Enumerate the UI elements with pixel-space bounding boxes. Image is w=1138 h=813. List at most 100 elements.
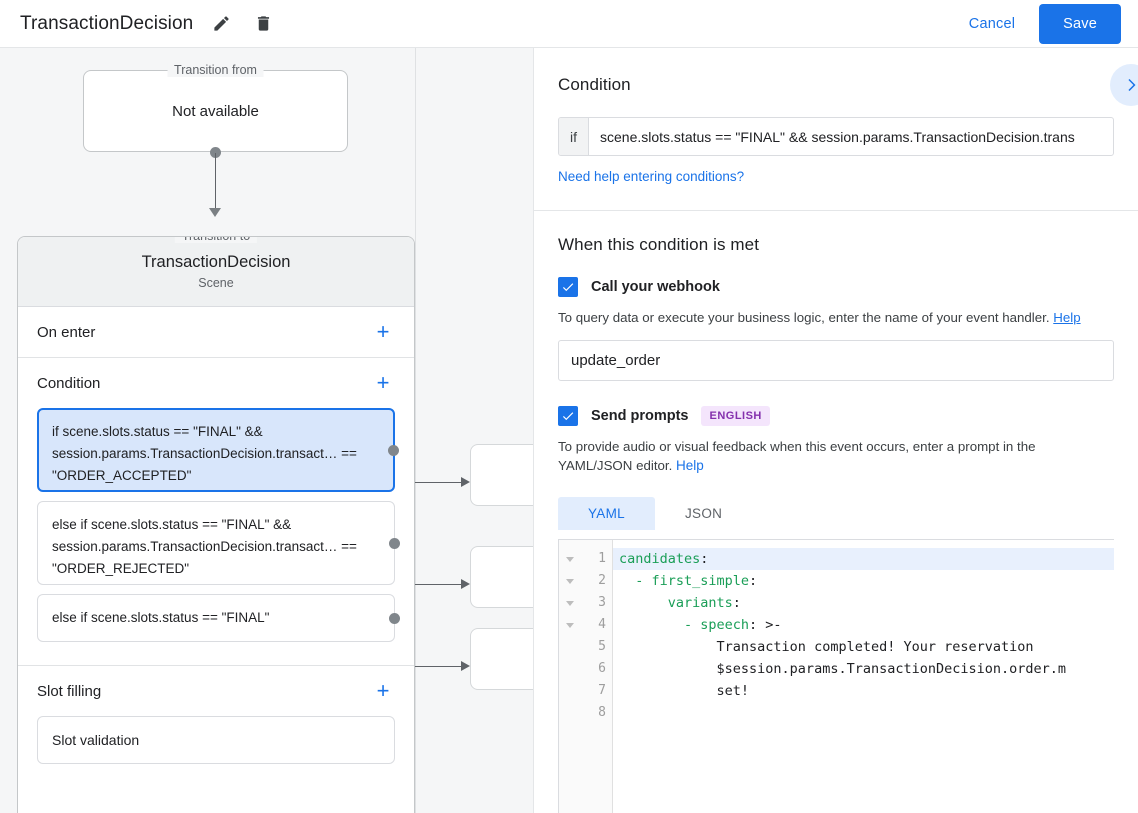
chevron-right-icon[interactable] [1110,64,1138,106]
webhook-help-link[interactable]: Help [1053,310,1081,325]
cancel-button[interactable]: Cancel [955,8,1029,40]
code-token-text: set! [619,683,750,699]
condition-heading: Condition [558,75,631,94]
chevron-down-icon [566,622,574,628]
transition-to-legend: Transition to [174,237,258,243]
line-number: 8 [598,705,606,720]
line-number: 6 [598,661,606,676]
code-token-text: $session.params.TransactionDecision.orde… [619,661,1067,677]
editor-code-area[interactable]: candidates: - first_simple: variants: - … [613,540,1114,813]
condition-section: Condition if Need help entering conditio… [534,48,1138,211]
prompts-checkbox[interactable] [558,406,578,426]
condition-input-row[interactable]: if [558,117,1114,156]
graph-guide-line [415,48,416,813]
condition-card[interactable]: else if scene.slots.status == "FINAL" &&… [37,501,400,585]
fold-spacer [559,680,581,702]
fold-spacer [559,702,581,724]
code-token-text: : [749,573,758,589]
prompts-checkbox-row[interactable]: Send prompts ENGLISH [558,406,1114,426]
condition-if-prefix: if [559,118,589,155]
webhook-checkbox[interactable] [558,277,578,297]
webhook-label: Call your webhook [591,279,720,295]
code-line [613,702,1114,724]
chevron-down-icon [566,578,574,584]
topbar-actions: Cancel Save [955,0,1121,48]
webhook-description-text: To query data or execute your business l… [558,310,1050,325]
chevron-down-icon [566,600,574,606]
fold-spacer [559,636,581,658]
edge-arrow [461,661,470,671]
fold-toggle-icon[interactable] [559,614,581,636]
edge-arrow [461,477,470,487]
transition-target-box[interactable] [470,628,533,690]
code-token-key: variants [619,595,733,611]
graph-connector-line [215,153,216,210]
transition-target-box[interactable] [470,546,533,608]
section-header-condition: Condition + [37,358,395,408]
prompts-help-link[interactable]: Help [676,458,704,473]
line-number: 4 [598,617,606,632]
chevron-down-icon [566,556,574,562]
scene-graph-canvas[interactable]: Transition from Not available Transition… [0,48,533,813]
condition-card-text: else if scene.slots.status == "FINAL" &&… [52,517,357,576]
pencil-icon-glyph [214,16,229,31]
condition-node-dot [388,537,400,549]
line-number: 5 [598,639,606,654]
fold-toggle-icon[interactable] [559,570,581,592]
section-condition: Condition + if scene.slots.status == "FI… [18,358,414,666]
trash-icon[interactable] [249,10,277,38]
prompts-label: Send prompts [591,408,689,424]
line-number: 2 [598,573,606,588]
condition-input[interactable] [589,118,1113,155]
code-token-text: Transaction completed! Your reservation [619,639,1034,655]
condition-card-selected[interactable]: if scene.slots.status == "FINAL" && sess… [37,408,399,492]
tab-yaml[interactable]: YAML [558,497,655,530]
slot-validation-card[interactable]: Slot validation [37,716,395,764]
section-title-condition: Condition [37,374,101,392]
webhook-checkbox-row[interactable]: Call your webhook [558,277,1114,297]
condition-node-dot [387,444,399,456]
section-header-slot-filling: Slot filling + [37,666,395,716]
scene-header[interactable]: TransactionDecision Scene [18,237,414,307]
edge-line [402,666,464,667]
add-on-enter-button[interactable]: + [376,319,390,344]
panel-divider [533,48,534,813]
code-token-key: - speech [619,617,750,633]
editor-fold-column [559,540,581,813]
condition-card-text: else if scene.slots.status == "FINAL" [52,610,270,625]
when-condition-met-section: When this condition is met Call your web… [534,211,1138,813]
fold-toggle-icon[interactable] [559,548,581,570]
transition-target-box[interactable] [470,444,533,506]
fold-toggle-icon[interactable] [559,592,581,614]
edge-line [402,482,464,483]
condition-help-link[interactable]: Need help entering conditions? [558,169,745,184]
code-token-key: - first_simple [619,573,750,589]
save-button[interactable]: Save [1039,4,1121,44]
scene-graph-inner: Transition from Not available Transition… [0,48,533,813]
code-line: candidates: [613,548,1114,570]
event-handler-input[interactable] [558,340,1114,381]
code-token-key: candidates [619,551,701,567]
pencil-icon[interactable] [207,10,235,38]
code-line: - speech: >- [613,614,1114,636]
details-panel: Condition if Need help entering conditio… [534,48,1138,813]
scene-name: TransactionDecision [141,253,291,271]
editor-format-tabs: YAML JSON [558,497,1114,530]
tab-json[interactable]: JSON [684,506,723,521]
section-header-on-enter: On enter + [37,307,395,357]
transition-to-card: Transition to TransactionDecision Scene … [17,236,415,813]
condition-card[interactable]: else if scene.slots.status == "FINAL" [37,594,400,642]
checkmark-icon [562,412,574,421]
add-condition-button[interactable]: + [376,370,390,395]
when-met-heading: When this condition is met [558,235,760,254]
add-slot-filling-button[interactable]: + [376,678,390,703]
webhook-description: To query data or execute your business l… [558,308,1114,327]
edge-arrow [461,579,470,589]
code-line: set! [613,680,1114,702]
condition-card-text: if scene.slots.status == "FINAL" && sess… [52,424,357,483]
code-line: Transaction completed! Your reservation [613,636,1114,658]
graph-connector-arrow [209,208,221,217]
condition-node-dot [388,612,400,624]
